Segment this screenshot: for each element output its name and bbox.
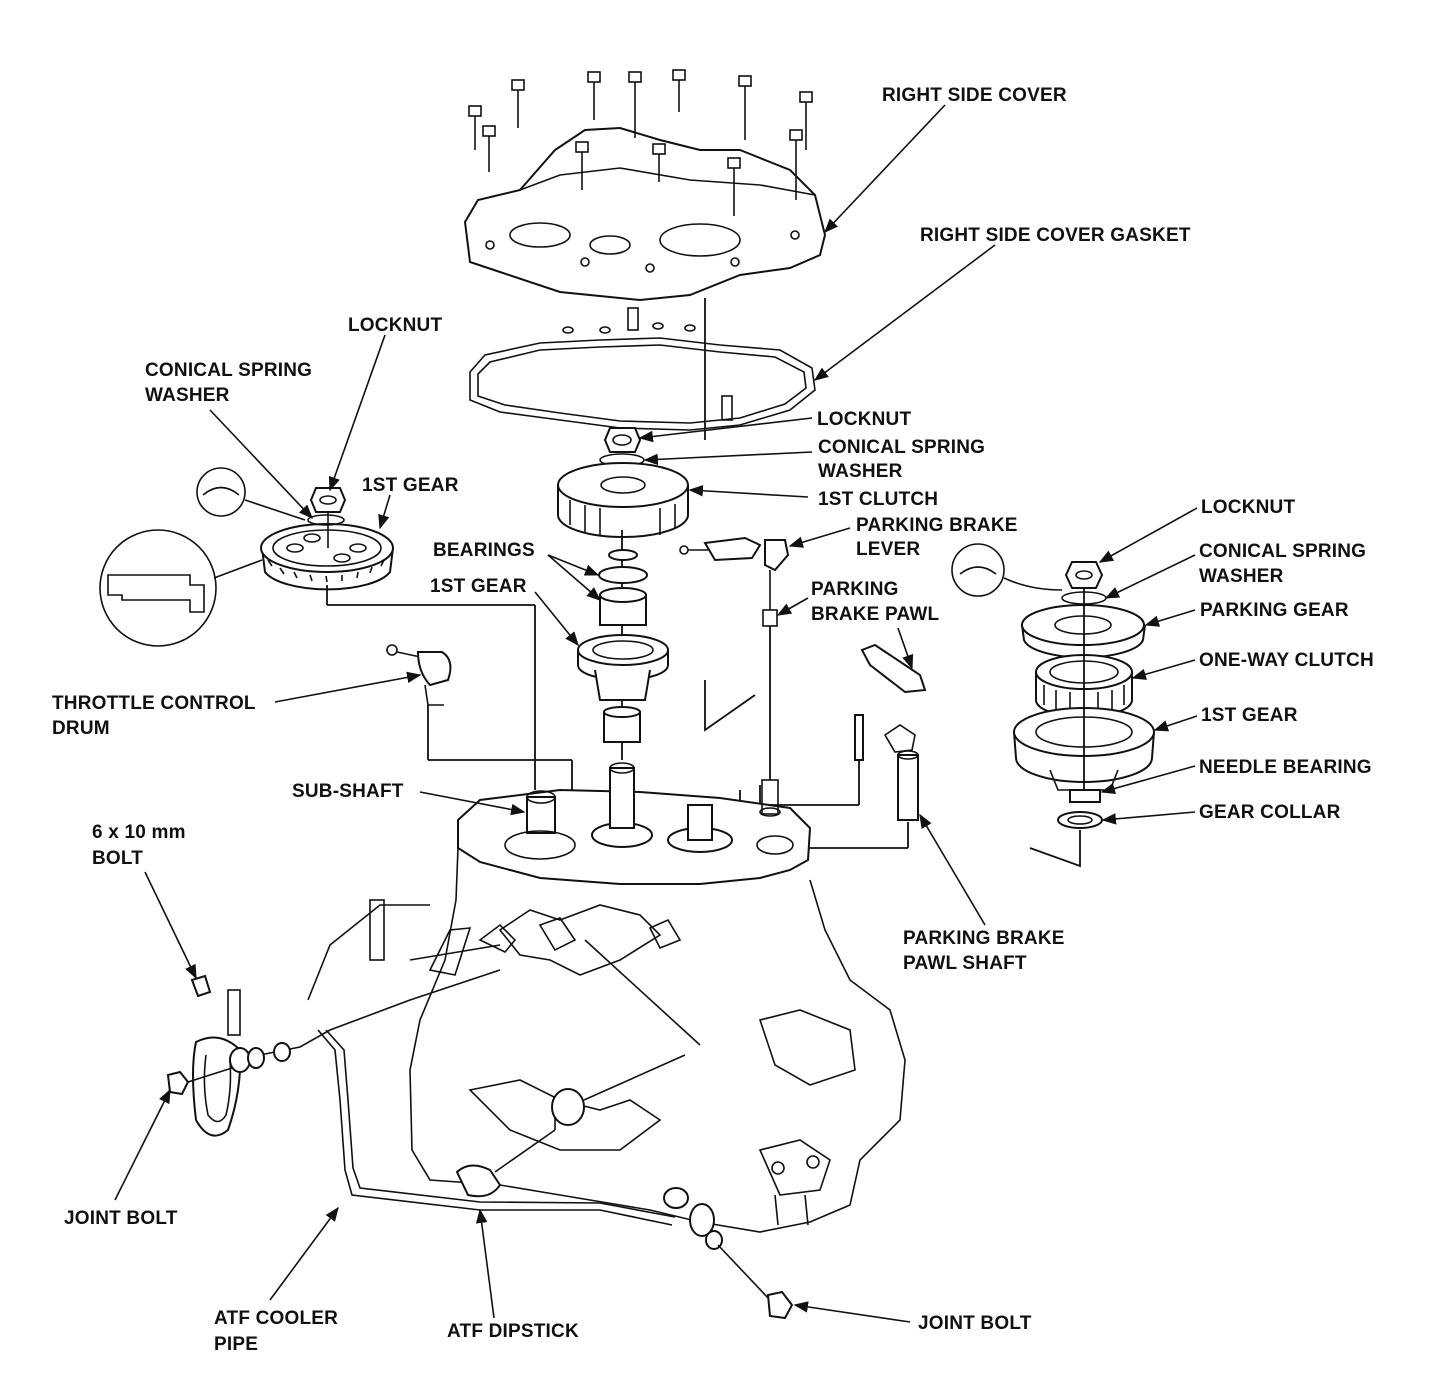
label-parking-gear: PARKING GEAR bbox=[1200, 600, 1349, 621]
right-locknut bbox=[1064, 561, 1104, 589]
label-parking-brake-pawl-1: PARKING bbox=[811, 579, 899, 600]
left-washer-detail-circle bbox=[196, 467, 306, 521]
gear-collar bbox=[1057, 811, 1103, 829]
center-gear-collar bbox=[603, 706, 641, 743]
center-bearings bbox=[598, 549, 648, 626]
label-parking-brake-pawl-shaft-2: PAWL SHAFT bbox=[903, 953, 1027, 974]
label-right-side-cover: RIGHT SIDE COVER bbox=[882, 85, 1067, 106]
label-first-gear-left: 1ST GEAR bbox=[362, 475, 459, 496]
label-conical-spring-center-2: WASHER bbox=[818, 461, 903, 482]
right-washer-detail-circle bbox=[951, 543, 1063, 597]
label-right-side-cover-gasket: RIGHT SIDE COVER GASKET bbox=[920, 225, 1191, 246]
label-atf-cooler-pipe-1: ATF COOLER bbox=[214, 1308, 338, 1329]
left-gear-detail-circle bbox=[99, 529, 263, 647]
label-atf-dipstick: ATF DIPSTICK bbox=[447, 1321, 579, 1342]
center-first-gear bbox=[577, 634, 669, 701]
label-throttle-control-drum-2: DRUM bbox=[52, 718, 110, 739]
label-first-clutch: 1ST CLUTCH bbox=[818, 489, 938, 510]
transmission-case bbox=[409, 762, 906, 1233]
label-bolt-1: 6 x 10 mm bbox=[92, 822, 186, 843]
label-locknut-center: LOCKNUT bbox=[817, 409, 911, 430]
label-parking-brake-lever-1: PARKING BRAKE bbox=[856, 515, 1018, 536]
label-locknut-left: LOCKNUT bbox=[348, 315, 442, 336]
label-bearings: BEARINGS bbox=[433, 540, 535, 561]
label-joint-bolt-left: JOINT BOLT bbox=[64, 1208, 178, 1229]
parking-brake-pawl bbox=[854, 643, 927, 761]
left-first-gear bbox=[260, 523, 394, 591]
label-bolt-2: BOLT bbox=[92, 848, 143, 869]
label-conical-spring-right-1: CONICAL SPRING bbox=[1199, 541, 1366, 562]
label-locknut-right: LOCKNUT bbox=[1201, 497, 1295, 518]
right-side-cover bbox=[463, 126, 827, 302]
label-one-way-clutch: ONE-WAY CLUTCH bbox=[1199, 650, 1374, 671]
label-first-gear-center: 1ST GEAR bbox=[430, 576, 527, 597]
label-atf-cooler-pipe-2: PIPE bbox=[214, 1334, 258, 1355]
label-conical-spring-right-2: WASHER bbox=[1199, 566, 1284, 587]
left-conical-spring-washer bbox=[307, 514, 345, 526]
parking-brake-pawl-shaft bbox=[897, 750, 919, 821]
label-conical-spring-left-1: CONICAL SPRING bbox=[145, 360, 312, 381]
label-conical-spring-center-1: CONICAL SPRING bbox=[818, 437, 985, 458]
center-locknut bbox=[603, 427, 642, 453]
needle-bearing bbox=[1069, 789, 1101, 803]
left-locknut bbox=[309, 487, 347, 548]
labels: RIGHT SIDE COVER RIGHT SIDE COVER GASKET… bbox=[52, 85, 1374, 1355]
first-clutch bbox=[557, 462, 689, 538]
label-gear-collar: GEAR COLLAR bbox=[1199, 802, 1341, 823]
label-joint-bolt-right: JOINT BOLT bbox=[918, 1313, 1032, 1334]
label-parking-brake-pawl-2: BRAKE PAWL bbox=[811, 604, 940, 625]
label-parking-brake-lever-2: LEVER bbox=[856, 539, 920, 560]
atf-dipstick bbox=[455, 1054, 686, 1198]
label-conical-spring-left-2: WASHER bbox=[145, 385, 230, 406]
atf-cooler-pipe bbox=[259, 899, 676, 1226]
left-joint-bolt-assembly bbox=[166, 974, 291, 1137]
label-first-gear-right: 1ST GEAR bbox=[1201, 705, 1298, 726]
label-needle-bearing: NEEDLE BEARING bbox=[1199, 757, 1372, 778]
throttle-control-drum bbox=[386, 644, 452, 706]
label-parking-brake-pawl-shaft-1: PARKING BRAKE bbox=[903, 928, 1065, 949]
leader-lines bbox=[114, 104, 1198, 1323]
cover-bolts bbox=[468, 69, 813, 216]
label-throttle-control-drum-1: THROTTLE CONTROL bbox=[52, 693, 256, 714]
right-side-cover-gasket bbox=[469, 307, 816, 431]
case-fittings bbox=[409, 917, 701, 1046]
parking-brake-lever bbox=[679, 536, 790, 627]
label-sub-shaft: SUB-SHAFT bbox=[292, 781, 404, 802]
right-joint-bolt-assembly bbox=[663, 1187, 794, 1320]
